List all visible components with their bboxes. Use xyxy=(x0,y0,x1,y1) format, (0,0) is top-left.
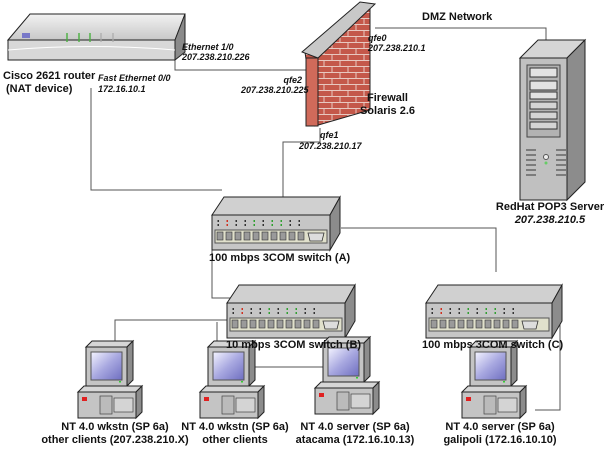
router-fe-if-label: Fast Ethernet 0/0 xyxy=(98,73,171,83)
pc-4-icon xyxy=(460,339,528,420)
pc-2-icon xyxy=(198,339,266,420)
pc-2-line2-label: other clients xyxy=(202,434,268,446)
fw-qfe0-label: qfe0 xyxy=(368,33,387,43)
wire-switch-c-pc4 xyxy=(535,322,561,411)
fw-qfe1-ip-label: 207.238.210.17 xyxy=(299,141,362,151)
switch-c-icon xyxy=(425,283,563,340)
router-name-label: Cisco 2621 router xyxy=(3,70,96,82)
firewall-name-label: Firewall xyxy=(367,92,408,104)
pc-3-line2-label: atacama (172.16.10.13) xyxy=(295,434,415,446)
dmz-network-label: DMZ Network xyxy=(422,11,493,23)
switch-a-icon xyxy=(211,195,341,252)
switch-b-label: 10 mbps 3COM switch (B) xyxy=(226,339,362,351)
wire-router-switch-a xyxy=(90,88,222,191)
switch-b-icon xyxy=(226,283,356,340)
switch-c-label: 100 mbps 3COM switch (C) xyxy=(422,339,564,351)
pop3-ip-label: 207.238.210.5 xyxy=(514,214,586,226)
pc-3-line1-label: NT 4.0 server (SP 6a) xyxy=(300,421,410,433)
fw-qfe1-label: qfe1 xyxy=(320,130,339,140)
pc-1-line1-label: NT 4.0 wkstn (SP 6a) xyxy=(61,421,169,433)
fw-qfe0-ip-label: 207.238.210.1 xyxy=(368,43,426,53)
wire-firewall-switch-a xyxy=(282,128,321,220)
fw-qfe2-ip-label: 207.238.210.225 xyxy=(241,85,309,95)
router-fe-ip-label: 172.16.10.1 xyxy=(98,84,146,94)
pc-4-line2-label: galipoli (172.16.10.10) xyxy=(443,434,557,446)
pc-2-line1-label: NT 4.0 wkstn (SP 6a) xyxy=(181,421,289,433)
fw-qfe2-label: qfe2 xyxy=(283,75,302,85)
pc-1-icon xyxy=(76,339,144,420)
router-eth-if-label: Ethernet 1/0 xyxy=(182,42,234,52)
wire-switch-a-b xyxy=(341,227,497,272)
pc-4-line1-label: NT 4.0 server (SP 6a) xyxy=(445,421,555,433)
router-role-label: (NAT device) xyxy=(6,83,73,95)
firewall-icon xyxy=(301,1,377,127)
router-eth-ip-label: 207.238.210.226 xyxy=(182,52,250,62)
pop3-name-label: RedHat POP3 Server xyxy=(495,201,605,213)
router-icon xyxy=(6,13,186,62)
pop3-server-icon xyxy=(518,38,587,202)
firewall-os-label: Solaris 2.6 xyxy=(359,105,416,117)
pc-1-line2-label: other clients (207.238.210.X) xyxy=(41,434,189,446)
pc-3-icon xyxy=(313,335,381,416)
switch-a-label: 100 mbps 3COM switch (A) xyxy=(209,252,351,264)
